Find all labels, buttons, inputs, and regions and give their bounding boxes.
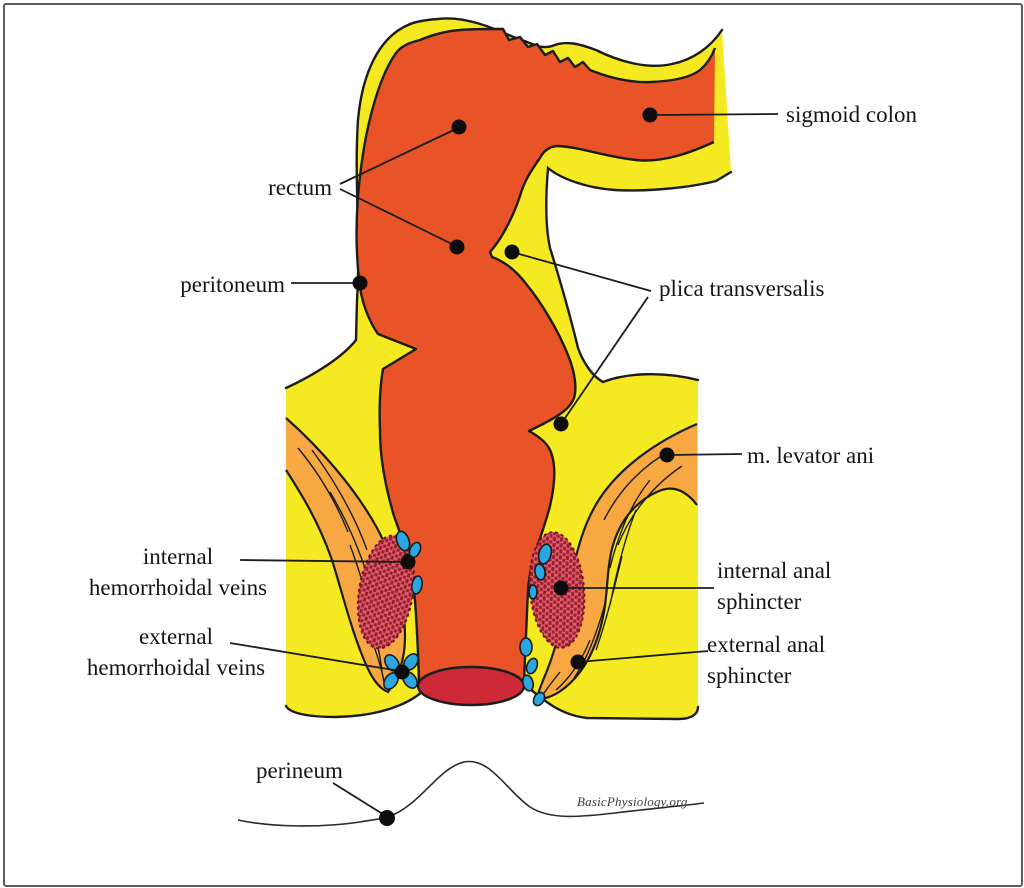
label-line: sphincter bbox=[707, 663, 792, 688]
label-perineum: perineum bbox=[256, 758, 343, 783]
label-external-anal-sphincter: external anal sphincter bbox=[707, 629, 825, 691]
label-dots bbox=[352, 107, 675, 826]
label-line: sphincter bbox=[717, 589, 802, 614]
label-line: external bbox=[138, 624, 214, 649]
rectum-sigmoid-shape bbox=[356, 29, 715, 681]
perineum-line bbox=[237, 760, 705, 827]
label-line: hemorrhoidal veins bbox=[88, 575, 268, 600]
label-external-hemorrhoidal-veins: external hemorrhoidal veins bbox=[66, 621, 286, 683]
label-line: external anal bbox=[707, 632, 826, 657]
anal-opening bbox=[416, 665, 526, 707]
label-line: internal bbox=[142, 544, 214, 569]
watermark: BasicPhysiology.org bbox=[577, 794, 688, 809]
label-internal-anal-sphincter: internal anal sphincter bbox=[717, 555, 831, 617]
rectum-sigmoid-outline bbox=[355, 27, 717, 683]
internal-sphincter-left bbox=[356, 534, 416, 650]
label-internal-hemorrhoidal-veins: internal hemorrhoidal veins bbox=[68, 541, 288, 603]
label-rectum: rectum bbox=[268, 175, 332, 200]
label-line: internal anal bbox=[717, 558, 832, 583]
label-peritoneum: peritoneum bbox=[180, 272, 285, 297]
leader-lines bbox=[229, 113, 779, 817]
label-plica-transversalis: plica transversalis bbox=[659, 276, 825, 301]
label-m-levator-ani: m. levator ani bbox=[747, 443, 875, 468]
label-line: hemorrhoidal veins bbox=[86, 655, 266, 680]
label-sigmoid-colon: sigmoid colon bbox=[786, 102, 917, 127]
peritoneum-outline bbox=[284, 17, 733, 721]
hemorrhoidal-veins bbox=[383, 530, 553, 707]
